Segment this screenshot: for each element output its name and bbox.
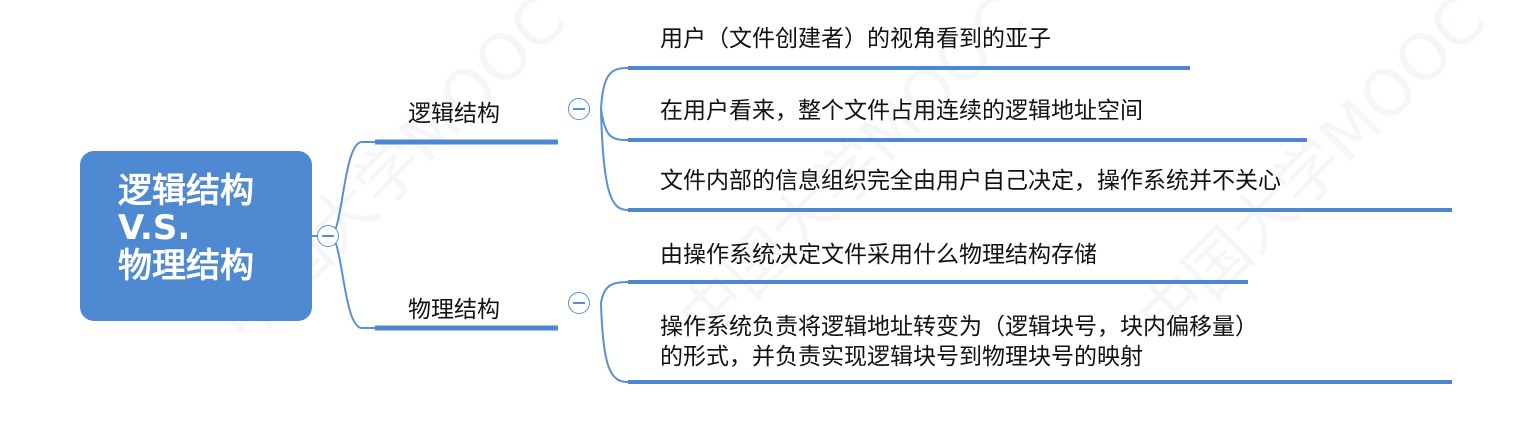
leaf-node[interactable]: 由操作系统决定文件采用什么物理结构存储 bbox=[660, 240, 1097, 270]
collapse-physical-branch-button[interactable] bbox=[568, 292, 590, 314]
root-title-line: V.S. bbox=[118, 208, 191, 249]
leaf-node[interactable]: 文件内部的信息组织完全由用户自己决定，操作系统并不关心 bbox=[660, 166, 1281, 196]
connector-root-to-physical bbox=[329, 235, 375, 329]
collapse-root-button[interactable] bbox=[317, 225, 339, 247]
root-title-line: 物理结构 bbox=[118, 245, 254, 286]
connector-logical-leaf-1 bbox=[600, 67, 629, 110]
leaf-text: 由操作系统决定文件采用什么物理结构存储 bbox=[660, 242, 1097, 268]
leaf-text: 的形式，并负责实现逻辑块号到物理块号的映射 bbox=[660, 344, 1143, 370]
leaf-text: 在用户看来，整个文件占用连续的逻辑地址空间 bbox=[660, 98, 1143, 124]
connector-logical-leaf-2 bbox=[600, 108, 629, 141]
branch-label-physical[interactable]: 物理结构 bbox=[408, 297, 500, 323]
leaf-node[interactable]: 操作系统负责将逻辑地址转变为（逻辑块号，块内偏移量） 的形式，并负责实现逻辑块号… bbox=[660, 312, 1258, 372]
leaf-node[interactable]: 在用户看来，整个文件占用连续的逻辑地址空间 bbox=[660, 96, 1143, 126]
collapse-logical-branch-button[interactable] bbox=[568, 98, 590, 120]
connector-root-to-logical bbox=[312, 141, 375, 237]
root-title-line: 逻辑结构 bbox=[118, 171, 254, 211]
connector-physical-leaf-1 bbox=[600, 281, 629, 304]
leaf-text: 操作系统负责将逻辑地址转变为（逻辑块号，块内偏移量） bbox=[660, 314, 1258, 340]
leaf-text: 文件内部的信息组织完全由用户自己决定，操作系统并不关心 bbox=[660, 168, 1281, 194]
leaf-node[interactable]: 用户（文件创建者）的视角看到的亚子 bbox=[660, 24, 1051, 54]
connector-logical-leaf-3 bbox=[600, 108, 629, 211]
root-node[interactable]: 逻辑结构 V.S. 物理结构 bbox=[80, 151, 312, 321]
leaf-text: 用户（文件创建者）的视角看到的亚子 bbox=[660, 26, 1051, 52]
connector-physical-leaf-2 bbox=[600, 302, 629, 383]
branch-label-logical[interactable]: 逻辑结构 bbox=[408, 101, 500, 127]
